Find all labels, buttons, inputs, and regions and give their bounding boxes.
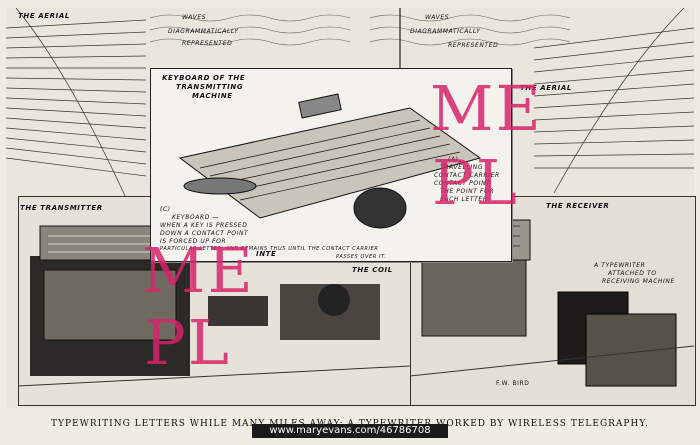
aerial-right-drawing <box>533 8 694 194</box>
label-waves-left-3: REPRESENTED <box>182 40 233 47</box>
label-receiver: THE RECEIVER <box>546 202 610 210</box>
label-waves-right-2: DIAGRAMMATICALLY <box>410 28 481 35</box>
label-keyboard-title-3: MACHINE <box>192 92 233 100</box>
label-coil: THE COIL <box>352 266 393 274</box>
waves-drawing <box>150 8 570 68</box>
label-part-c-desc-2: WHEN A KEY IS PRESSED <box>160 222 248 229</box>
label-typewriter-1: A TYPEWRITER <box>594 262 646 269</box>
label-part-a: (A) <box>448 156 459 163</box>
label-part-c-desc-4: IS FORCED UP FOR <box>160 238 227 245</box>
aerial-left-drawing <box>6 8 147 199</box>
label-typewriter-3: RECEIVING MACHINE <box>602 278 675 285</box>
label-aerial-right: THE AERIAL <box>520 84 572 92</box>
keyboard-drawing <box>178 93 482 229</box>
label-inter: INTE <box>256 250 277 258</box>
label-part-a-desc-1: TRAVELLING <box>440 164 484 171</box>
label-typewriter-2: ATTACHED TO <box>608 270 657 277</box>
label-part-c-desc-5: PARTICULAR LETTER, AND REMAINS THUS UNTI… <box>160 246 379 252</box>
label-keyboard-title-2: TRANSMITTING <box>176 83 244 91</box>
label-part-c-desc-1: KEYBOARD — <box>172 214 220 221</box>
label-part-a-desc-5: EACH LETTER <box>440 196 488 203</box>
transmitter-drawing <box>18 225 410 387</box>
credit-banner: www.maryevans.com/46786708 <box>252 424 448 438</box>
label-part-a-desc-3: CONTACT POINT <box>434 180 491 187</box>
watermark-bottom-line1: ME <box>142 234 255 307</box>
label-waves-right-3: REPRESENTED <box>448 42 499 49</box>
receiver-drawing <box>410 219 694 387</box>
artist-signature: F.W. Bird <box>496 380 530 387</box>
label-keyboard-title-1: KEYBOARD of the <box>162 74 246 82</box>
label-waves-right-1: WAVES <box>425 14 450 21</box>
watermark-bottom-line2: PL <box>144 306 231 379</box>
label-part-c: (C) <box>160 206 171 213</box>
watermark-top-line2: PL <box>432 146 519 219</box>
label-part-a-desc-4: THE POINT FOR <box>440 188 495 195</box>
label-part-a-desc-2: CONTACT CARRIER <box>434 172 500 179</box>
label-waves-left-1: WAVES <box>182 14 207 21</box>
label-aerial-left: THE AERIAL <box>18 12 70 20</box>
label-part-c-desc-6: PASSES OVER IT. <box>336 254 387 260</box>
label-part-c-desc-3: DOWN A CONTACT POINT <box>160 230 249 237</box>
watermark-top-line1: ME <box>430 72 543 145</box>
label-transmitter: THE TRANSMITTER <box>20 204 103 212</box>
label-waves-left-2: DIAGRAMMATICALLY <box>168 28 239 35</box>
